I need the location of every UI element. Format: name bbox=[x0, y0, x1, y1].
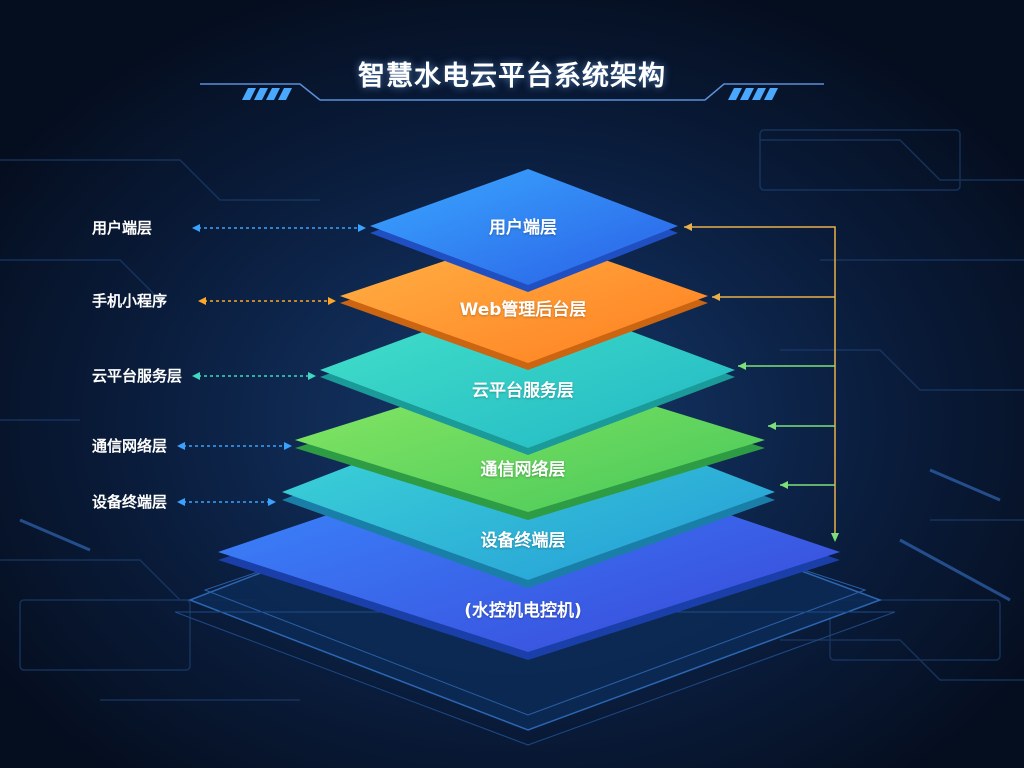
layer-device-label: 设备终端层 bbox=[480, 531, 566, 551]
layer-user-shape bbox=[370, 169, 678, 292]
side-label-network: 通信网络层 bbox=[92, 437, 168, 455]
layer-cloud-label: 云平台服务层 bbox=[472, 381, 574, 401]
layer-web-shape bbox=[340, 233, 708, 370]
layer-web-label: Web管理后台层 bbox=[459, 300, 587, 320]
arrow-right-icon bbox=[268, 498, 276, 506]
left-arrows bbox=[183, 227, 360, 503]
arrow-right-icon bbox=[358, 224, 366, 232]
arrow-heads bbox=[177, 224, 366, 506]
layer-network-label: 通信网络层 bbox=[480, 460, 566, 480]
arrow-right-icon bbox=[328, 297, 336, 305]
side-label-device: 设备终端层 bbox=[92, 493, 168, 511]
arrow-left-icon bbox=[177, 498, 185, 506]
arrow-left-icon bbox=[192, 372, 200, 380]
arrow-left-icon bbox=[177, 442, 185, 450]
arrow-left-icon bbox=[198, 297, 206, 305]
side-label-user: 用户端层 bbox=[92, 219, 153, 237]
arrow-right-icon bbox=[284, 442, 292, 450]
layer-base-label: (水控机电控机) bbox=[464, 601, 582, 621]
page-title: 智慧水电云平台系统架构 bbox=[358, 61, 666, 92]
side-label-mini-program: 手机小程序 bbox=[92, 292, 168, 310]
side-label-cloud: 云平台服务层 bbox=[92, 367, 183, 385]
layer-user-label: 用户端层 bbox=[489, 218, 557, 238]
right-connector bbox=[684, 223, 839, 542]
title-decoration bbox=[200, 83, 824, 101]
arrow-right-icon bbox=[308, 372, 316, 380]
arrow-left-icon bbox=[192, 224, 200, 232]
